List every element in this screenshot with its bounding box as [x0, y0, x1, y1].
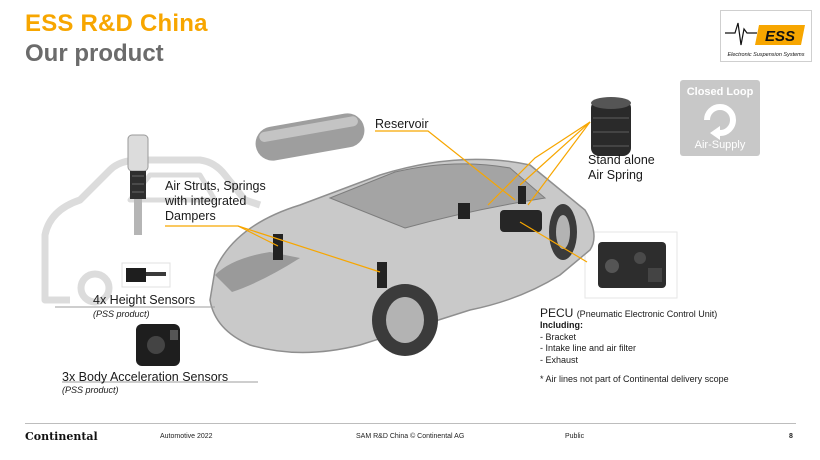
closed-loop-title: Closed Loop	[686, 86, 754, 98]
leader-air-strut-2	[237, 225, 381, 273]
pecu-including-heading: Including:	[540, 320, 583, 330]
footer-left: Automotive 2022	[160, 433, 213, 440]
leader-air-spring-1	[487, 121, 591, 206]
sensor-underlines	[55, 306, 258, 383]
air-struts-label-line1: Air Struts, Springs	[165, 179, 266, 193]
reservoir-illustration	[255, 113, 365, 161]
leader-air-spring-2	[519, 121, 591, 186]
pecu-includes: Including: - Bracket - Intake line and a…	[540, 320, 636, 366]
height-sensors-label: 4x Height Sensors	[93, 293, 196, 307]
acceleration-sensor-illustration	[136, 324, 180, 366]
refresh-loop-icon	[704, 104, 737, 140]
footer-divider	[25, 423, 796, 424]
leader-pecu	[519, 221, 588, 263]
footer-classification: Public	[565, 433, 585, 440]
main-car-illustration	[209, 158, 595, 356]
closed-loop-subtitle: Air-Supply	[694, 139, 746, 151]
air-spring-illustration	[591, 97, 631, 156]
leader-reservoir	[375, 130, 516, 201]
continental-logo: Continental	[25, 430, 98, 443]
closed-loop-badge: Closed Loop Air-Supply	[680, 80, 760, 156]
height-sensor-illustration	[121, 262, 171, 288]
air-struts-label-line2: with integrated	[165, 194, 247, 208]
pecu-title: PECU	[540, 306, 574, 320]
ess-logo: ESS Electronic Suspension Systems	[720, 10, 812, 62]
leader-air-spring-3	[527, 121, 591, 206]
footer-center: SAM R&D China © Continental AG	[356, 433, 465, 440]
pecu-item: - Intake line and air filter	[540, 343, 637, 353]
ess-logo-mark: ESS	[765, 28, 795, 45]
delivery-scope-note: * Air lines not part of Continental deli…	[540, 374, 729, 384]
air-strut-illustration	[127, 134, 149, 235]
ess-logo-caption: Electronic Suspension Systems	[727, 52, 805, 58]
pecu-label: PECU (Pneumatic Electronic Control Unit)	[540, 306, 717, 320]
leader-lines	[165, 121, 591, 273]
pecu-full-name: (Pneumatic Electronic Control Unit)	[576, 309, 718, 319]
stand-alone-label-line2: Air Spring	[588, 168, 643, 182]
ess-logo-graphic: ESS	[725, 22, 805, 46]
accel-sensors-note: (PSS product)	[62, 385, 119, 395]
pecu-item: - Exhaust	[540, 354, 579, 365]
page-number: 8	[789, 433, 793, 440]
stand-alone-label-line1: Stand alone	[588, 153, 655, 167]
accel-sensors-label: 3x Body Acceleration Sensors	[62, 370, 229, 384]
air-struts-label-line3: Dampers	[165, 209, 216, 223]
slide-subtitle: Our product	[25, 40, 164, 67]
height-sensors-note: (PSS product)	[93, 309, 150, 319]
reservoir-label: Reservoir	[375, 117, 429, 131]
pecu-item: - Bracket	[540, 331, 577, 342]
pecu-illustration	[584, 231, 678, 299]
slide-title: ESS R&D China	[25, 10, 208, 37]
